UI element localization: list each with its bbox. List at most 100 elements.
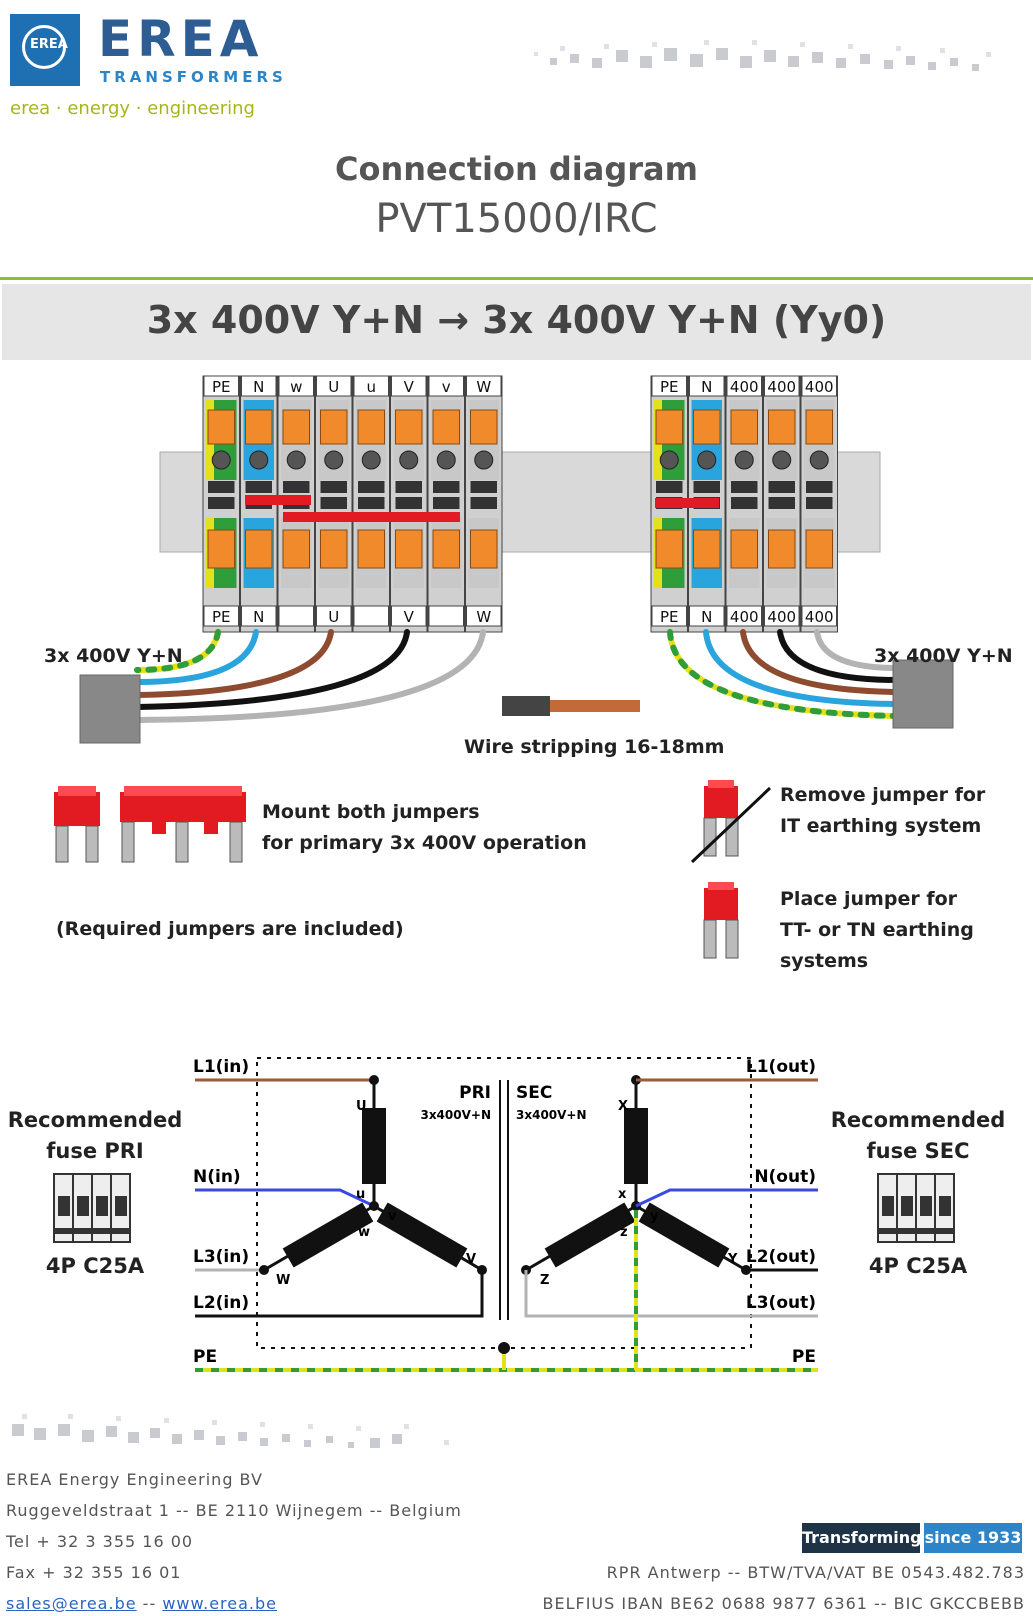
primary-terminal-3: UU bbox=[315, 375, 353, 633]
breaker-pri-icon bbox=[53, 1173, 131, 1243]
label-n-in: N(in) bbox=[193, 1167, 241, 1187]
secondary-top-label-3: 400 bbox=[767, 378, 796, 396]
coil-label-Y: Y bbox=[727, 1252, 738, 1267]
line-n-out bbox=[635, 1188, 818, 1208]
footer-contact: sales@erea.be -- www.erea.be bbox=[6, 1594, 277, 1613]
footer-tel: Tel + 32 3 355 16 00 bbox=[6, 1532, 194, 1551]
secondary-top-label-2: 400 bbox=[730, 378, 759, 396]
label-pri-rating: 3x400V+N bbox=[420, 1108, 491, 1122]
coil-y bbox=[638, 1202, 730, 1268]
secondary-bottom-label-4: 400 bbox=[805, 608, 834, 626]
breaker-sec-icon bbox=[877, 1173, 955, 1243]
place-note-line1: Place jumper for bbox=[780, 888, 958, 910]
mount-note-line2: for primary 3x 400V operation bbox=[262, 832, 587, 854]
primary-bottom-label-7: W bbox=[476, 608, 491, 626]
primary-top-label-1: N bbox=[253, 378, 264, 396]
mount-note: Mount both jumpers for primary 3x 400V o… bbox=[262, 797, 587, 859]
brand-name: EREA bbox=[98, 10, 264, 68]
primary-terminal-4: u bbox=[352, 375, 390, 633]
jumper-bar-secondary bbox=[655, 498, 719, 508]
included-note: (Required jumpers are included) bbox=[56, 918, 404, 940]
fuse-sec-label: Recommended fuse SEC bbox=[818, 1105, 1018, 1167]
divider bbox=[0, 277, 1033, 280]
dot-pattern-top bbox=[534, 40, 991, 71]
coil-label-y: y bbox=[650, 1209, 659, 1224]
primary-top-label-5: V bbox=[404, 378, 415, 396]
label-n-out: N(out) bbox=[754, 1167, 816, 1187]
primary-top-label-6: v bbox=[442, 378, 451, 396]
jumper-bar-2 bbox=[283, 512, 460, 522]
secondary-cables bbox=[667, 629, 900, 719]
primary-bottom-label-5: V bbox=[404, 608, 415, 626]
secondary-top-label-1: N bbox=[701, 378, 712, 396]
coil-label-V: V bbox=[466, 1252, 476, 1267]
secondary-cable-gland bbox=[892, 659, 954, 729]
transformer-enclosure bbox=[256, 1057, 752, 1349]
jumper-bar-1 bbox=[245, 495, 311, 505]
brand-subtitle: TRANSFORMERS bbox=[100, 68, 287, 86]
wire-stripping-label: Wire stripping 16-18mm bbox=[464, 736, 725, 758]
label-pe-in: PE bbox=[193, 1347, 217, 1367]
remove-note-line2: IT earthing system bbox=[780, 815, 982, 837]
tagline: erea · energy · engineering bbox=[10, 98, 255, 119]
secondary-top-label-4: 400 bbox=[805, 378, 834, 396]
place-jumper-icon bbox=[703, 882, 739, 959]
remove-note-line1: Remove jumper for bbox=[780, 784, 986, 806]
coil-z bbox=[544, 1202, 636, 1268]
coil-label-u: u bbox=[356, 1187, 365, 1202]
line-n-in bbox=[195, 1188, 375, 1208]
primary-bottom-label-3: U bbox=[328, 608, 339, 626]
config-title: 3x 400V Y+N → 3x 400V Y+N (Yy0) bbox=[146, 298, 887, 342]
secondary-terminal-4: 400 400 bbox=[800, 375, 838, 633]
place-note-line2: TT- or TN earthing bbox=[780, 919, 974, 941]
fuse-pri-label: Recommended fuse PRI bbox=[0, 1105, 190, 1167]
primary-terminal-2: w bbox=[277, 375, 315, 633]
footer-rpr: RPR Antwerp -- BTW/TVA/VAT BE 0543.482.7… bbox=[606, 1563, 1025, 1582]
page-title: Connection diagram bbox=[335, 150, 698, 188]
contact-separator: -- bbox=[142, 1594, 157, 1613]
coil-label-x: x bbox=[618, 1187, 627, 1202]
wire-copper bbox=[550, 700, 640, 712]
primary-cables bbox=[134, 629, 486, 723]
label-l3-in: L3(in) bbox=[193, 1247, 249, 1267]
line-l2-in bbox=[195, 1270, 484, 1318]
primary-top-label-2: w bbox=[290, 378, 302, 396]
label-sec: SEC bbox=[516, 1083, 552, 1103]
label-sec-rating: 3x400V+N bbox=[516, 1108, 587, 1122]
coil-label-w: w bbox=[358, 1225, 370, 1240]
label-l1-out: L1(out) bbox=[746, 1057, 816, 1077]
primary-top-label-4: u bbox=[366, 378, 376, 396]
logo-text: EREA bbox=[30, 37, 68, 52]
email-link[interactable]: sales@erea.be bbox=[6, 1594, 137, 1613]
secondary-supply-label: 3x 400V Y+N bbox=[874, 645, 1013, 667]
fuse-sec-line2: fuse SEC bbox=[866, 1139, 970, 1163]
coil-label-z: z bbox=[620, 1225, 628, 1240]
fuse-sec-rating: 4P C25A bbox=[868, 1254, 968, 1278]
primary-terminal-5: VV bbox=[390, 375, 428, 633]
coil-label-v: v bbox=[388, 1209, 397, 1224]
label-pri: PRI bbox=[459, 1083, 491, 1103]
earthing-jumper-icons bbox=[690, 780, 772, 959]
label-pe-out: PE bbox=[792, 1347, 816, 1367]
footer-fax: Fax + 32 355 16 01 bbox=[6, 1563, 182, 1582]
pe-line bbox=[195, 1210, 818, 1372]
label-l3-out: L3(out) bbox=[746, 1293, 816, 1313]
config-band bbox=[2, 284, 1031, 360]
website-link[interactable]: www.erea.be bbox=[162, 1594, 277, 1613]
coil-label-Z: Z bbox=[540, 1273, 549, 1288]
primary-bottom-label-1: N bbox=[253, 608, 264, 626]
line-l3-out bbox=[524, 1270, 818, 1318]
footer-address: Ruggeveldstraat 1 -- BE 2110 Wijnegem --… bbox=[6, 1501, 462, 1520]
place-note-line3: systems bbox=[780, 950, 869, 972]
coil-label-X: X bbox=[618, 1099, 628, 1114]
footer-bank: BELFIUS IBAN BE62 0688 9877 6361 -- BIC … bbox=[542, 1594, 1025, 1613]
fuse-pri-rating: 4P C25A bbox=[45, 1254, 145, 1278]
coil-label-W: W bbox=[276, 1273, 290, 1288]
secondary-bottom-label-2: 400 bbox=[730, 608, 759, 626]
fuse-pri-line1: Recommended bbox=[7, 1108, 183, 1132]
model-name: PVT15000/IRC bbox=[375, 196, 658, 242]
